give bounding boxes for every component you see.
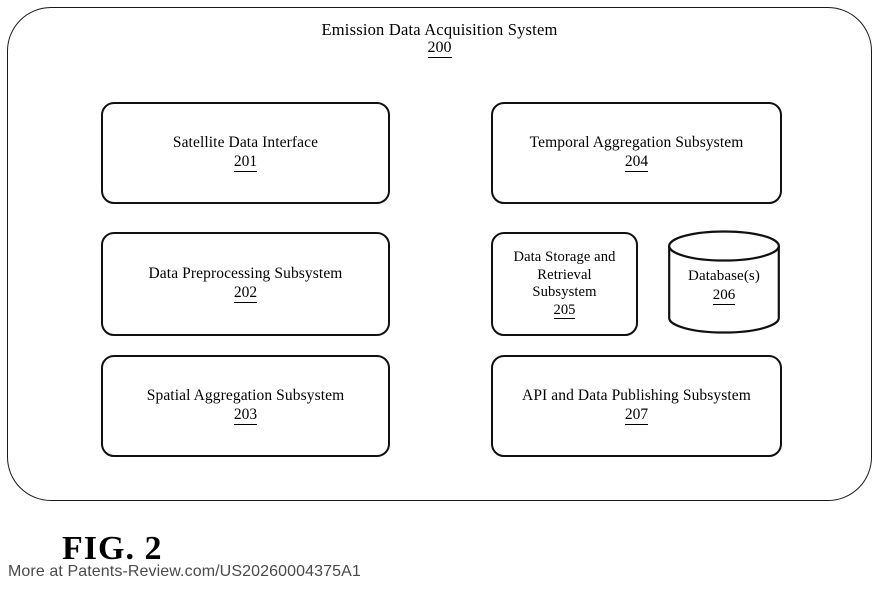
watermark-text: More at Patents-Review.com/US20260004375… <box>8 563 361 580</box>
module-data-storage-and-retrieval-subsystem[interactable]: Data Storage and Retrieval Subsystem 205 <box>491 232 638 336</box>
module-label: Data Preprocessing Subsystem <box>148 265 343 283</box>
module-label: API and Data Publishing Subsystem <box>522 387 751 405</box>
system-ref-number: 200 <box>427 39 452 59</box>
module-data-preprocessing-subsystem[interactable]: Data Preprocessing Subsystem 202 <box>101 232 390 336</box>
database-label-group: Database(s) 206 <box>667 267 781 305</box>
module-label: Temporal Aggregation Subsystem <box>529 134 744 152</box>
module-satellite-data-interface[interactable]: Satellite Data Interface 201 <box>101 102 390 204</box>
system-title-block: Emission Data Acquisition System 200 <box>8 20 871 59</box>
module-api-and-data-publishing-subsystem[interactable]: API and Data Publishing Subsystem 207 <box>491 355 782 457</box>
module-ref-number: 206 <box>712 287 736 305</box>
module-label: Spatial Aggregation Subsystem <box>146 387 345 405</box>
database-cylinder-icon <box>668 230 780 334</box>
module-ref-number: 201 <box>233 153 258 172</box>
module-ref-number: 204 <box>624 153 649 172</box>
figure-caption: FIG. 2 <box>62 530 163 567</box>
module-temporal-aggregation-subsystem[interactable]: Temporal Aggregation Subsystem 204 <box>491 102 782 204</box>
module-label-line-1: Data Storage and <box>513 249 616 266</box>
module-spatial-aggregation-subsystem[interactable]: Spatial Aggregation Subsystem 203 <box>101 355 390 457</box>
module-database-cylinder[interactable]: Database(s) 206 <box>667 229 781 335</box>
module-label: Satellite Data Interface <box>172 134 319 152</box>
module-label: Database(s) <box>688 268 760 284</box>
module-ref-number: 207 <box>624 406 649 425</box>
system-title: Emission Data Acquisition System <box>321 20 558 39</box>
module-label-line-3: Subsystem <box>532 284 597 301</box>
module-label-line-2: Retrieval <box>537 266 592 283</box>
module-ref-number: 203 <box>233 406 258 425</box>
system-boundary-container: Emission Data Acquisition System 200 Sat… <box>7 7 872 501</box>
module-ref-number: 202 <box>233 284 258 303</box>
module-ref-number: 205 <box>553 301 576 319</box>
